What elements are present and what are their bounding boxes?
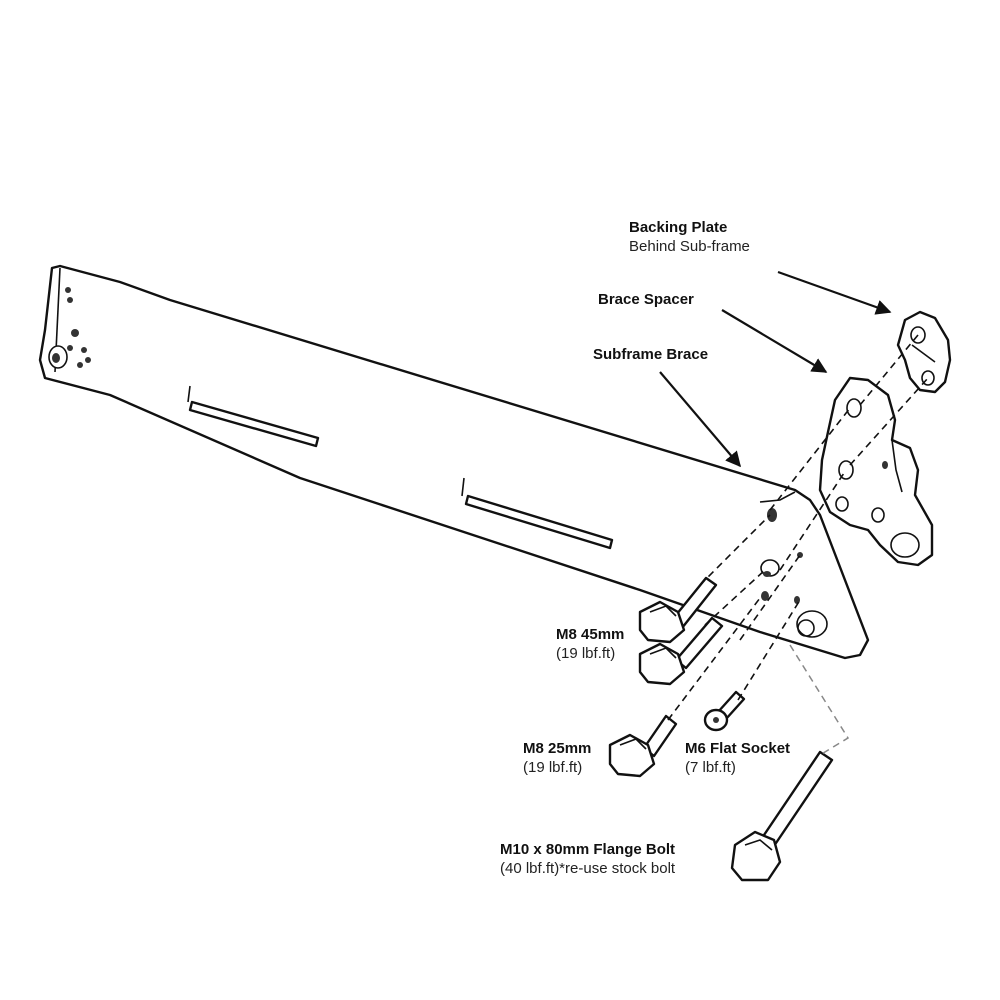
m8-45mm-torque: (19 lbf.ft) [556, 645, 616, 662]
m8-45mm-title: M8 45mm [556, 626, 625, 643]
backing-plate-part [896, 310, 952, 394]
brace-spacer-title: Brace Spacer [598, 291, 694, 308]
backing-plate-arrow [777, 270, 892, 315]
m6-flat-socket-label: M6 Flat Socket (7 lbf.ft) [685, 739, 790, 777]
m6-flat-socket-torque: (7 lbf.ft) [685, 759, 736, 776]
m8-25mm-title: M8 25mm [523, 740, 592, 757]
m8-45mm-bolt-lower [638, 616, 724, 686]
m6-flat-socket-title: M6 Flat Socket [685, 740, 791, 757]
m10-flange-bolt-label: M10 x 80mm Flange Bolt (40 lbf.ft)*re-us… [500, 840, 675, 878]
m8-25mm-label: M8 25mm (19 lbf.ft) [523, 739, 591, 777]
backing-plate-label: Backing Plate Behind Sub-frame [629, 218, 750, 256]
backing-plate-subtitle: Behind Sub-frame [629, 238, 750, 255]
brace-spacer-part [818, 376, 934, 567]
m10-80mm-flange-bolt [730, 750, 834, 882]
m8-45mm-label: M8 45mm (19 lbf.ft) [556, 625, 624, 663]
m8-25mm-torque: (19 lbf.ft) [523, 759, 583, 776]
m10-flange-bolt-torque: (40 lbf.ft)*re-use stock bolt [500, 860, 676, 877]
m8-45mm-bolt-upper [638, 576, 718, 644]
m10-flange-bolt-title: M10 x 80mm Flange Bolt [500, 841, 676, 858]
brace-spacer-arrow [721, 309, 828, 373]
brace-spacer-label: Brace Spacer [598, 290, 694, 309]
assembly-dashed-lines [667, 334, 929, 756]
backing-plate-title: Backing Plate [629, 219, 728, 236]
subframe-brace-part [38, 264, 870, 660]
m8-25mm-bolt [608, 714, 678, 778]
subframe-brace-label: Subframe Brace [593, 345, 708, 364]
subframe-brace-arrow [659, 371, 741, 468]
m6-flat-socket-bolt [703, 690, 746, 732]
subframe-brace-title: Subframe Brace [593, 346, 709, 363]
